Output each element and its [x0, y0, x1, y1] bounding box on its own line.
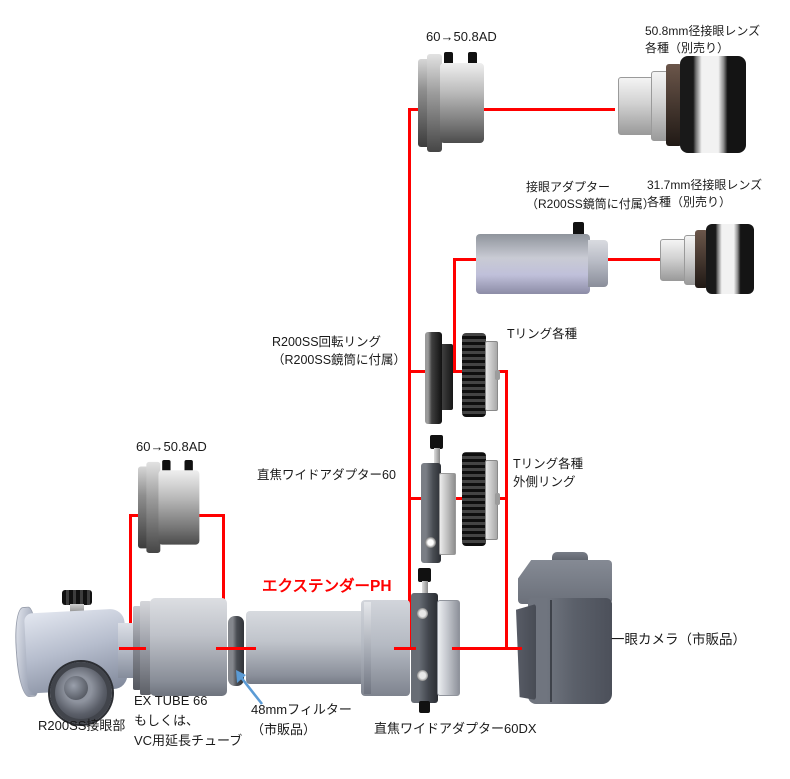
camera-image — [510, 552, 612, 706]
ex-tube-image — [133, 598, 227, 696]
wide-adapter-60-image — [418, 435, 464, 565]
screw-icon — [417, 670, 428, 681]
connector-right-vertical — [505, 370, 508, 650]
ex-tube-label: EX TUBE 66 もしくは、 VC用延長チューブ — [134, 693, 243, 749]
connector-left-vertical-b — [222, 514, 225, 650]
thumbscrew-icon — [468, 52, 477, 65]
connector-main-vertical — [408, 108, 411, 650]
rotation-ring-label: R200SS回転リング （R200SS鏡筒に付属） — [272, 335, 407, 367]
focuser-image — [12, 590, 140, 724]
t-ring-image — [462, 333, 502, 417]
thumbscrew-icon — [419, 701, 430, 713]
wide-adapter-60-label: 直焦ワイドアダプター60 — [257, 468, 396, 482]
thumbscrew-icon — [162, 460, 171, 473]
adapter-60-508-left-image — [138, 460, 201, 555]
top-adapter-label: 60→50.8AD — [426, 29, 497, 44]
wide-adapter-60dx-image — [404, 568, 464, 714]
thumbscrew-icon — [418, 568, 431, 582]
eyepiece-adapter-label: 接眼アダプター （R200SS鏡筒に付属） — [526, 180, 655, 212]
focus-lock-knob-icon — [62, 590, 92, 605]
thumbscrew-icon — [444, 52, 453, 65]
focuser-label: R200SS接眼部 — [38, 718, 126, 733]
adapter-60-508-top-image — [418, 52, 486, 154]
thumbscrew-icon — [430, 435, 443, 449]
filter-pointer-arrow-icon — [236, 670, 264, 705]
connector-eyepiece-adapter-vertical — [453, 258, 456, 373]
connector-left-vertical-a — [129, 514, 132, 650]
extender-ph-image — [246, 600, 410, 696]
left-adapter-label: 60→50.8AD — [136, 439, 207, 454]
wide-adapter-60dx-label: 直焦ワイドアダプター60DX — [374, 721, 537, 736]
connector-junction-extube-filter — [216, 647, 256, 650]
connector-junction-adapter-camera — [452, 647, 522, 650]
eyepiece-317-image — [660, 224, 754, 294]
thumbscrew-icon — [184, 460, 193, 473]
rotation-ring-image — [423, 332, 459, 424]
connector-wide-adapter-horizontal — [408, 497, 508, 500]
t-ring-outer-label: Tリング各種 外側リング — [513, 457, 584, 489]
filter-48mm-label: 48mmフィルター （市販品） — [251, 702, 352, 738]
extender-ph-label: エクステンダーPH — [262, 578, 392, 595]
t-ring-label: Tリング各種 — [507, 327, 578, 341]
eyepiece-adapter-image — [476, 222, 608, 294]
screw-icon — [417, 608, 428, 619]
connector-top-horizontal — [408, 108, 615, 111]
eyepiece-317-label: 31.7mm径接眼レンズ 各種（別売り） — [647, 178, 763, 210]
eyepiece-508-label: 50.8mm径接眼レンズ 各種（別売り） — [645, 24, 761, 56]
camera-label: 一眼カメラ（市販品） — [611, 632, 746, 647]
connector-junction-focuser-extube — [119, 647, 146, 650]
t-ring-outer-image — [462, 452, 502, 546]
eyepiece-508-image — [618, 56, 746, 153]
connector-junction-extender-adapter — [394, 647, 416, 650]
thumbscrew-icon — [573, 222, 584, 237]
connector-rotation-ring-horizontal — [408, 370, 508, 373]
filter-48mm-image — [228, 616, 244, 686]
